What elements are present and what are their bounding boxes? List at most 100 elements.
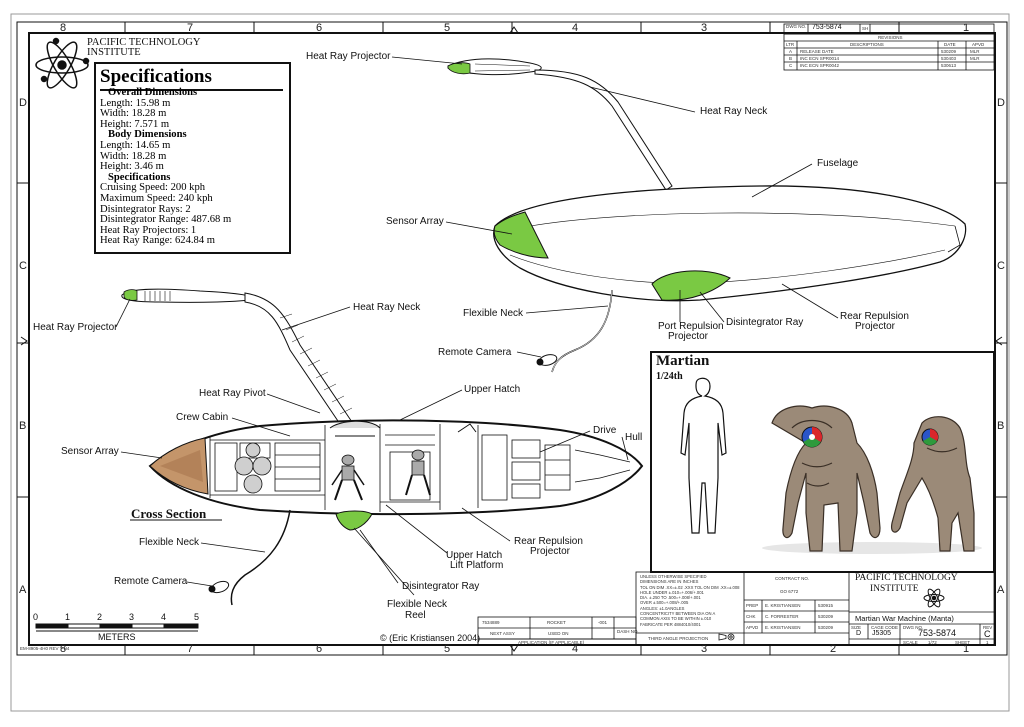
scale-bar-label: METERS: [98, 632, 136, 642]
note-line: TOL ON DIM .XX=±.02 .XXX TOL ON DIM .XX=…: [640, 584, 740, 590]
callout-sensor-array-top: Sensor Array: [386, 216, 444, 227]
note-line: HOLE UNDER ±.010=+.006/+.001: [640, 589, 704, 595]
scale-tick-5: 5: [194, 612, 200, 622]
crew-figure-1: [331, 454, 365, 501]
callout-remote-camera-cs: Remote Camera: [114, 576, 188, 587]
drawing-title: Martian War Machine (Manta): [855, 614, 954, 623]
sheet-value: 1: [986, 640, 989, 645]
dwg-no-top: 753-5874: [812, 24, 842, 31]
callout-upper-hatch-lift-line1: Upper Hatch: [446, 550, 503, 561]
spec-line: Length: 15.98 m: [100, 97, 171, 109]
row-letter-c-right: C: [997, 260, 1005, 272]
rev-header-apvd: APVD: [972, 42, 985, 47]
used-on-label: USED ON: [548, 631, 569, 636]
callout-flexible-neck-reel-line2: Reel: [405, 610, 426, 621]
dwg-no-label: DWG NO.: [786, 24, 807, 29]
callout-disintegrator-ray-top: Disintegrator Ray: [726, 317, 804, 328]
dash-no: -001: [598, 620, 608, 625]
callout-heat-ray-projector-top: Heat Ray Projector: [306, 51, 391, 62]
cage-value: J5305: [872, 630, 892, 637]
size-label: SIZE: [851, 625, 862, 630]
institute-name-line1: PACIFIC TECHNOLOGY: [87, 37, 201, 48]
cage-label: CAGE CODE: [871, 625, 899, 630]
callout-crew-cabin: Crew Cabin: [176, 412, 229, 423]
scale-tick-3: 3: [129, 612, 135, 622]
rev-row-a-date: 530209: [941, 49, 957, 54]
col-number-1: 1: [963, 22, 970, 34]
col-number-1-bottom: 1: [963, 643, 970, 655]
callout-flexible-neck-reel-line1: Flexible Neck: [387, 599, 448, 610]
row-letter-b-right: B: [997, 420, 1005, 432]
spec-line: Heat Ray Projectors: 1: [100, 224, 197, 236]
rev-row-c-ltr: C: [789, 63, 793, 68]
prep-label: PREP: [746, 603, 759, 608]
note-line: OVER ±.500=+.008/+.005: [640, 600, 689, 606]
rev-header-desc: DESCRIPTIONS: [850, 42, 884, 47]
chk-date: 530209: [818, 614, 834, 619]
callout-fuselage: Fuselage: [817, 158, 859, 169]
callout-hull: Hull: [625, 432, 643, 443]
scale-tick-4: 4: [161, 612, 167, 622]
martian-title: Martian: [656, 353, 710, 369]
callout-port-repulsion-line1: Port Repulsion: [658, 321, 724, 332]
cross-section-title: Cross Section: [131, 506, 207, 521]
next-assy-label: NEXT ASSY: [490, 631, 515, 636]
martian-illustration: [680, 377, 982, 554]
callout-heat-ray-projector-left: Heat Ray Projector: [33, 322, 118, 333]
scale-bar: [35, 623, 199, 632]
spec-line: Height: 7.571 m: [100, 118, 170, 130]
spec-line: Width: 18.28 m: [100, 150, 167, 162]
projection-symbol-icon: [718, 633, 735, 641]
note-line: COMMON AXIS TO BE WITHIN ±.010: [640, 616, 712, 622]
dwg-no-bottom: 753-5874: [918, 628, 957, 638]
callout-upper-hatch: Upper Hatch: [464, 384, 521, 395]
callout-rear-repulsion-cs-line1: Rear Repulsion: [514, 536, 583, 547]
spec-line: Disintegrator Rays: 2: [100, 203, 191, 215]
company-line1: PACIFIC TECHNOLOGY: [855, 573, 958, 583]
spec-line: Disintegrator Range: 487.68 m: [100, 214, 232, 226]
scale-label: SCALE: [903, 640, 918, 645]
specifications-panel: Specifications Overall Dimensions Length…: [94, 62, 291, 254]
specifications-rule: [100, 89, 283, 91]
callout-heat-ray-neck-top: Heat Ray Neck: [700, 106, 768, 117]
row-letter-d-right: D: [997, 97, 1005, 109]
row-letter-b: B: [19, 420, 27, 432]
human-silhouette: [680, 377, 727, 534]
row-letter-a-right: A: [997, 584, 1005, 596]
row-letter-d: D: [19, 97, 27, 109]
spec-line: Length: 14.65 m: [100, 139, 171, 151]
callout-disintegrator-ray-cs: Disintegrator Ray: [402, 581, 480, 592]
note-line: CONCENTRICITY BETWEEN DIA ON A: [640, 611, 716, 617]
col-number-7-bottom: 7: [187, 643, 194, 655]
note-line: FABRICATE PER 4884010/4001: [640, 621, 701, 627]
scale-tick-2: 2: [97, 612, 103, 622]
col-number-3-bottom: 3: [701, 643, 708, 655]
rev-row-a-apvd: MLR: [970, 49, 980, 54]
callout-port-repulsion-line2: Projector: [668, 331, 709, 342]
rev-row-a-desc: RELEASE DATE: [800, 49, 834, 54]
rev-row-c-desc: INC ECN SPR0042: [800, 63, 840, 68]
col-number-2-bottom: 2: [830, 643, 837, 655]
note-line: UNLESS OTHERWISE SPECIFIED: [640, 574, 707, 579]
specifications-title: Specifications: [100, 66, 212, 87]
specifications-lines: Overall Dimensions Length: 15.98 m Width…: [100, 87, 232, 247]
apvd-label: APVD: [746, 625, 759, 630]
rev-header-ltr: LTR: [786, 42, 795, 47]
next-assy-no: 7534889: [482, 620, 500, 625]
rev-header-date: DATE: [944, 42, 956, 47]
spec-line: Maximum Speed: 240 kph: [100, 192, 213, 204]
col-number-4: 4: [572, 22, 579, 34]
prep-date: 530915: [818, 603, 834, 608]
sh-label: SH: [862, 26, 869, 31]
margin-code: EM-8905-4H0 REV T-H4: [20, 646, 70, 651]
chk-label: CHK: [746, 614, 756, 619]
spec-line: Height: 3.46 m: [100, 161, 164, 173]
spec-line: Body Dimensions: [108, 129, 187, 141]
martian-scale: 1/24th: [656, 371, 683, 382]
spec-line: Heat Ray Range: 624.84 m: [100, 235, 216, 247]
revisions-title: REVISIONS: [878, 35, 903, 40]
rev-row-c-date: 530613: [941, 63, 957, 68]
chk-name: C. FORRESTER: [765, 614, 799, 619]
apvd-date: 530209: [818, 625, 834, 630]
